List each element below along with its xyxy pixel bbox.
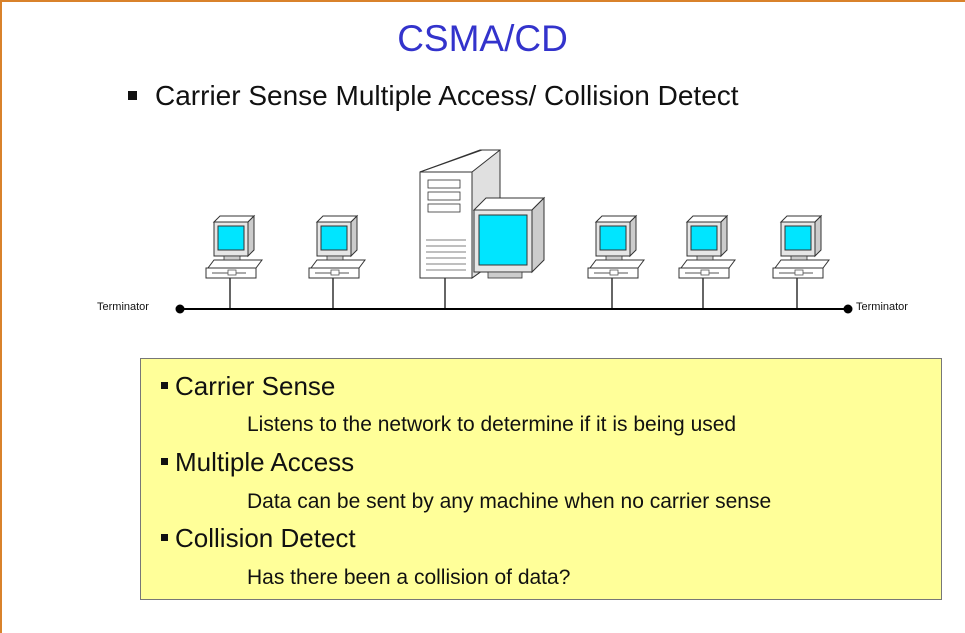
bullet-square-icon — [161, 458, 168, 465]
workstation-icon — [678, 215, 736, 279]
bullet-square-icon — [161, 534, 168, 541]
bullet-square-icon — [161, 382, 168, 389]
definition-description: Listens to the network to determine if i… — [247, 413, 737, 436]
workstation-icon — [587, 215, 645, 279]
terminator-right-label: Terminator — [856, 301, 908, 313]
workstation-icon — [205, 215, 263, 279]
workstation-icon — [308, 215, 366, 279]
slide-frame-left — [0, 0, 2, 633]
terminator-right-dot — [843, 304, 853, 314]
terminator-left-dot — [175, 304, 185, 314]
terminator-left-label: Terminator — [97, 301, 149, 313]
definition-term: Collision Detect — [161, 523, 356, 554]
definition-term: Carrier Sense — [161, 371, 335, 402]
main-bullet: Carrier Sense Multiple Access/ Collision… — [128, 80, 739, 112]
slide-frame-top — [0, 0, 965, 2]
definitions-box: Carrier Sense Listens to the network to … — [140, 358, 942, 600]
server-icon — [419, 148, 546, 279]
bullet-square-icon — [128, 91, 137, 100]
definition-term: Multiple Access — [161, 447, 354, 478]
definition-description: Data can be sent by any machine when no … — [247, 490, 772, 513]
network-diagram — [175, 148, 853, 314]
definition-description: Has there been a collision of data? — [247, 566, 571, 589]
workstation-icon — [772, 215, 830, 279]
slide-title: CSMA/CD — [397, 18, 568, 59]
main-bullet-text: Carrier Sense Multiple Access/ Collision… — [155, 80, 739, 111]
